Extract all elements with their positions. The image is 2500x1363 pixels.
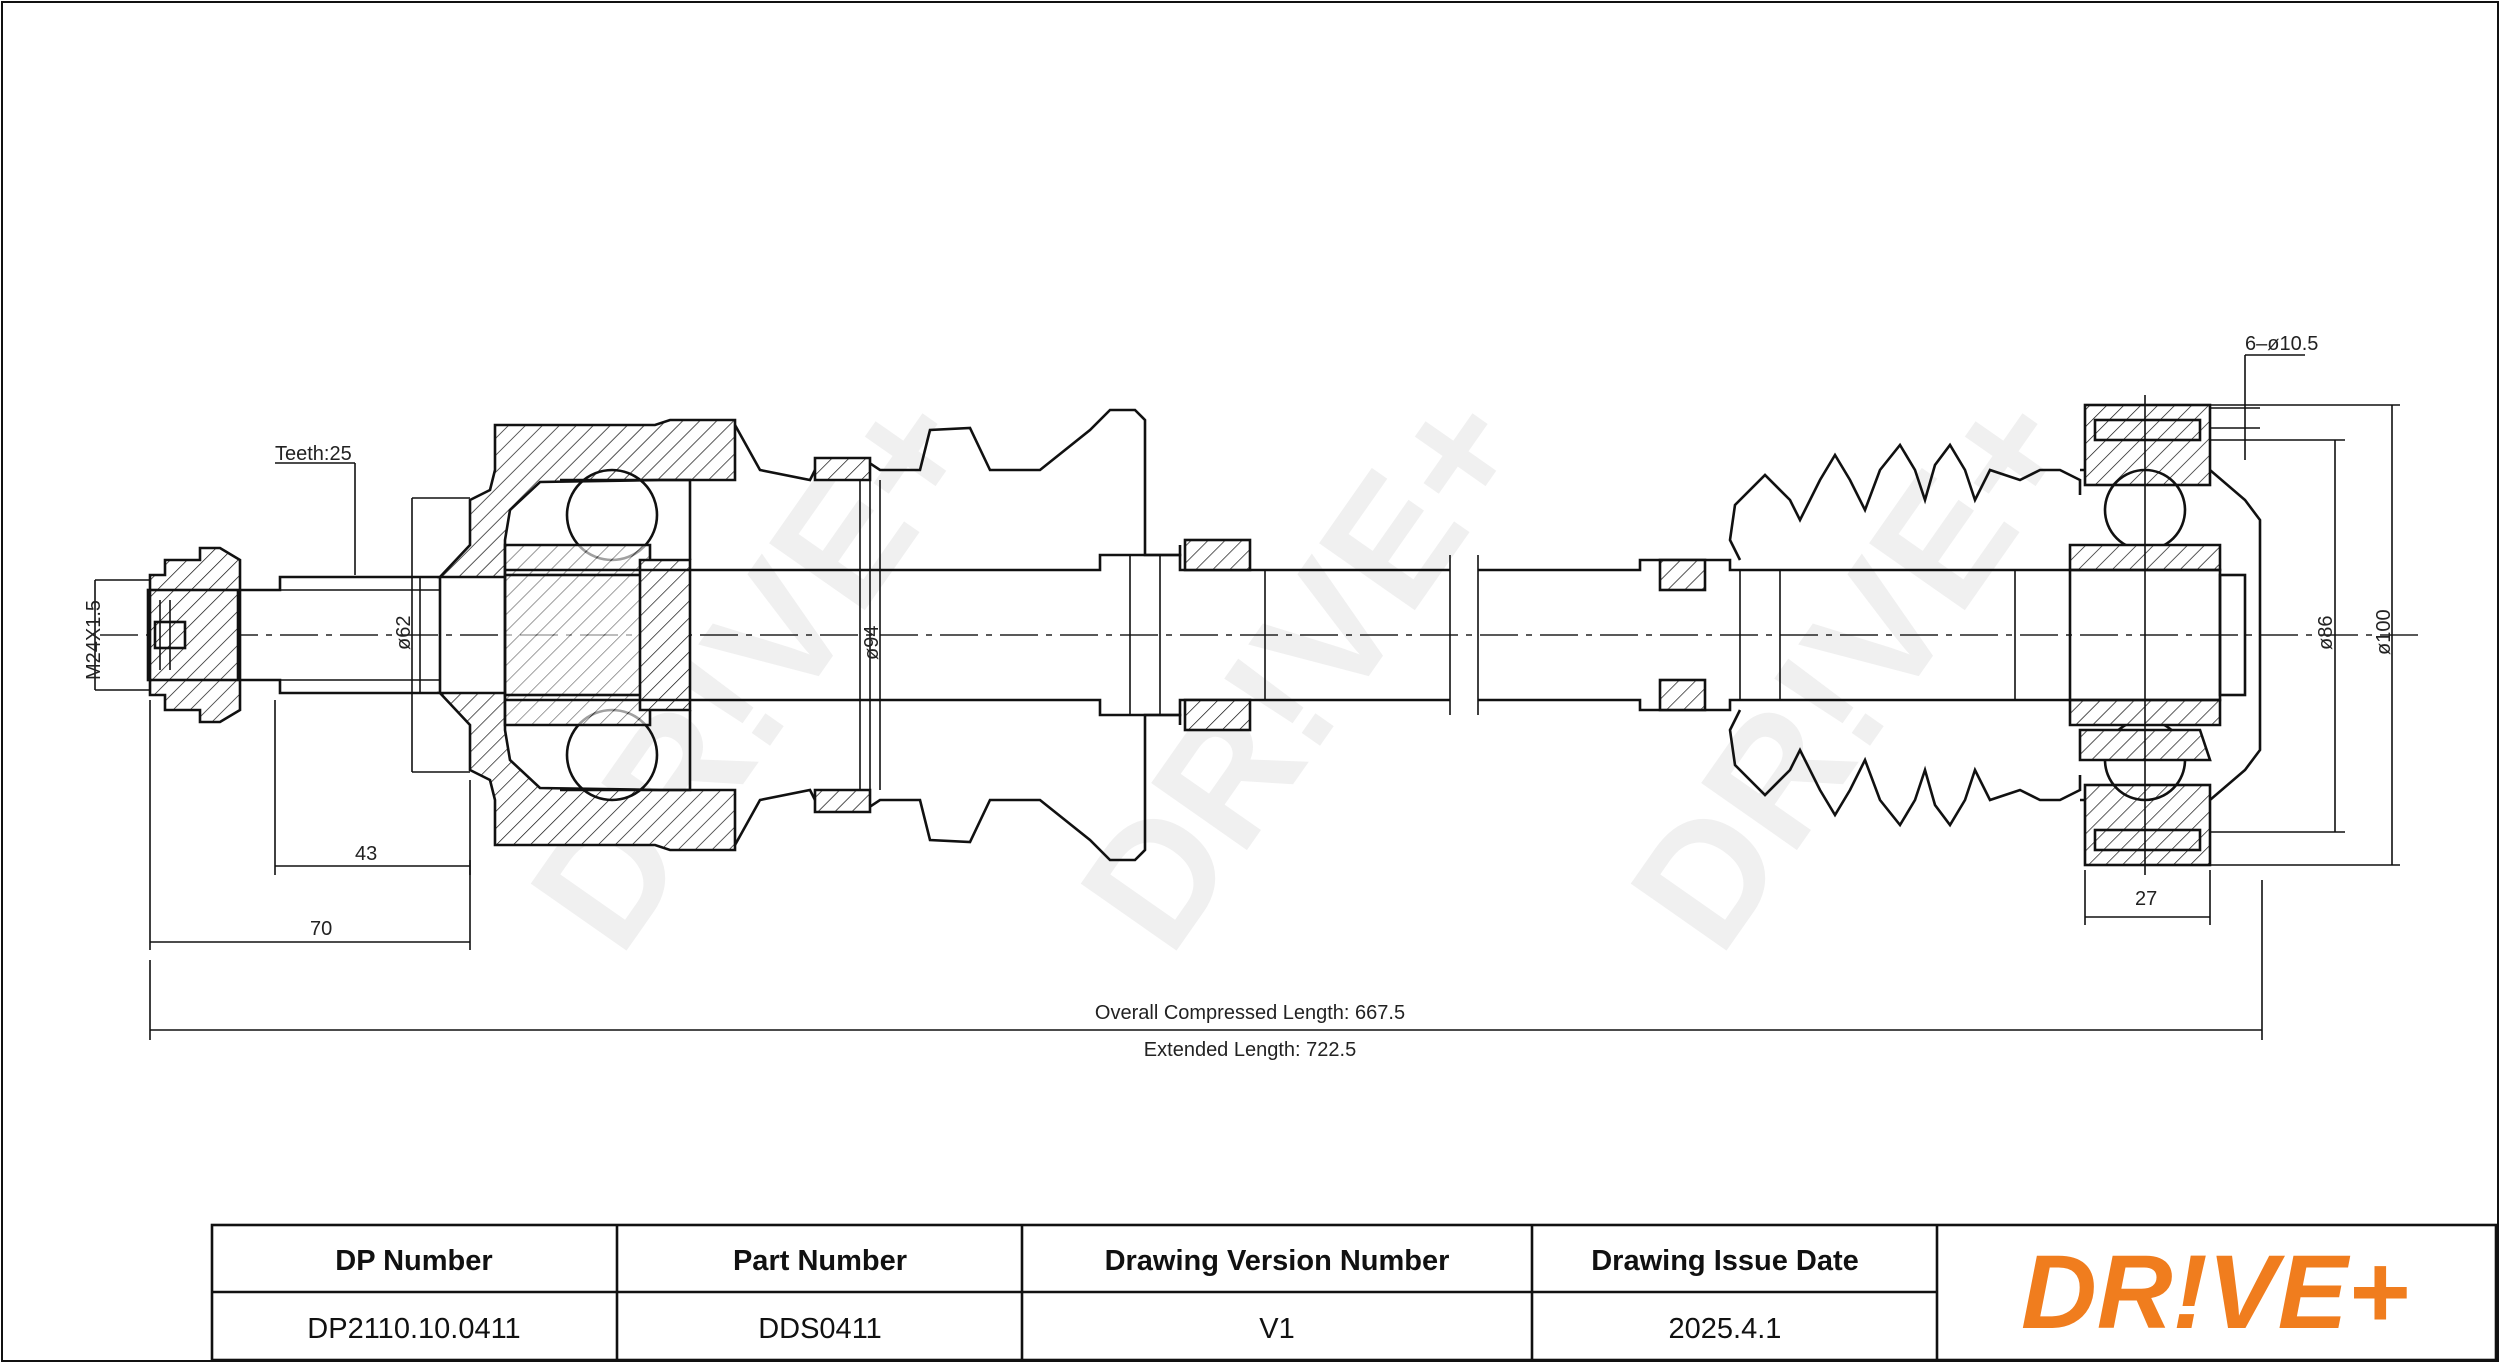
dim-27: 27: [2135, 888, 2157, 910]
title-block: DP Number Part Number Drawing Version Nu…: [210, 1223, 2498, 1362]
dim-dia-86: ø86: [2315, 616, 2337, 650]
header-issue-date: Drawing Issue Date: [1591, 1245, 1859, 1277]
joint-housing: [436, 418, 737, 579]
dim-dia-94: ø94: [861, 626, 883, 660]
header-dp-number: DP Number: [335, 1245, 492, 1277]
watermark: DR!VE+ DR!VE+ DR!VE+: [495, 358, 2111, 982]
dim-bolt-holes: 6–ø10.5: [2245, 333, 2318, 355]
dim-teeth: Teeth:25: [275, 443, 352, 465]
watermark-text-2: DR!VE+: [1045, 358, 1561, 982]
header-drawing-version: Drawing Version Number: [1105, 1245, 1450, 1277]
dimensions: M24X1.5 Teeth:25 ø62 ø94 43 70 27 6–ø10.…: [83, 333, 2400, 1061]
left-cv-joint: [146, 418, 737, 852]
value-dp-number: DP2110.10.0411: [307, 1313, 520, 1345]
axle-nut: [148, 546, 242, 724]
right-cv-joint: [2068, 395, 2262, 875]
header-part-number: Part Number: [733, 1245, 907, 1277]
dim-dia-62: ø62: [393, 616, 415, 650]
damper-ring: [1183, 538, 1252, 572]
dim-overall-compressed: Overall Compressed Length: 667.5: [1095, 1002, 1405, 1024]
flange-top: [2083, 403, 2212, 487]
drive-shaft: [505, 538, 2070, 732]
value-drawing-version: V1: [1259, 1313, 1294, 1345]
watermark-text-3: DR!VE+: [1595, 358, 2111, 982]
inner-race: [503, 543, 652, 727]
value-part-number: DDS0411: [758, 1313, 882, 1345]
left-boot: [733, 408, 1182, 862]
drive-logo: DR!VE+: [2021, 1234, 2409, 1351]
dim-extended: Extended Length: 722.5: [1144, 1039, 1356, 1061]
dim-70: 70: [310, 918, 332, 940]
value-issue-date: 2025.4.1: [1669, 1313, 1782, 1345]
dim-dia-100: ø100: [2373, 609, 2395, 655]
spline-shaft: [240, 575, 442, 695]
flange-bottom: [2083, 783, 2212, 867]
thread-stub: [146, 588, 240, 682]
right-boot: [1728, 442, 2082, 828]
dim-43: 43: [355, 843, 377, 865]
dim-thread: M24X1.5: [83, 600, 105, 680]
